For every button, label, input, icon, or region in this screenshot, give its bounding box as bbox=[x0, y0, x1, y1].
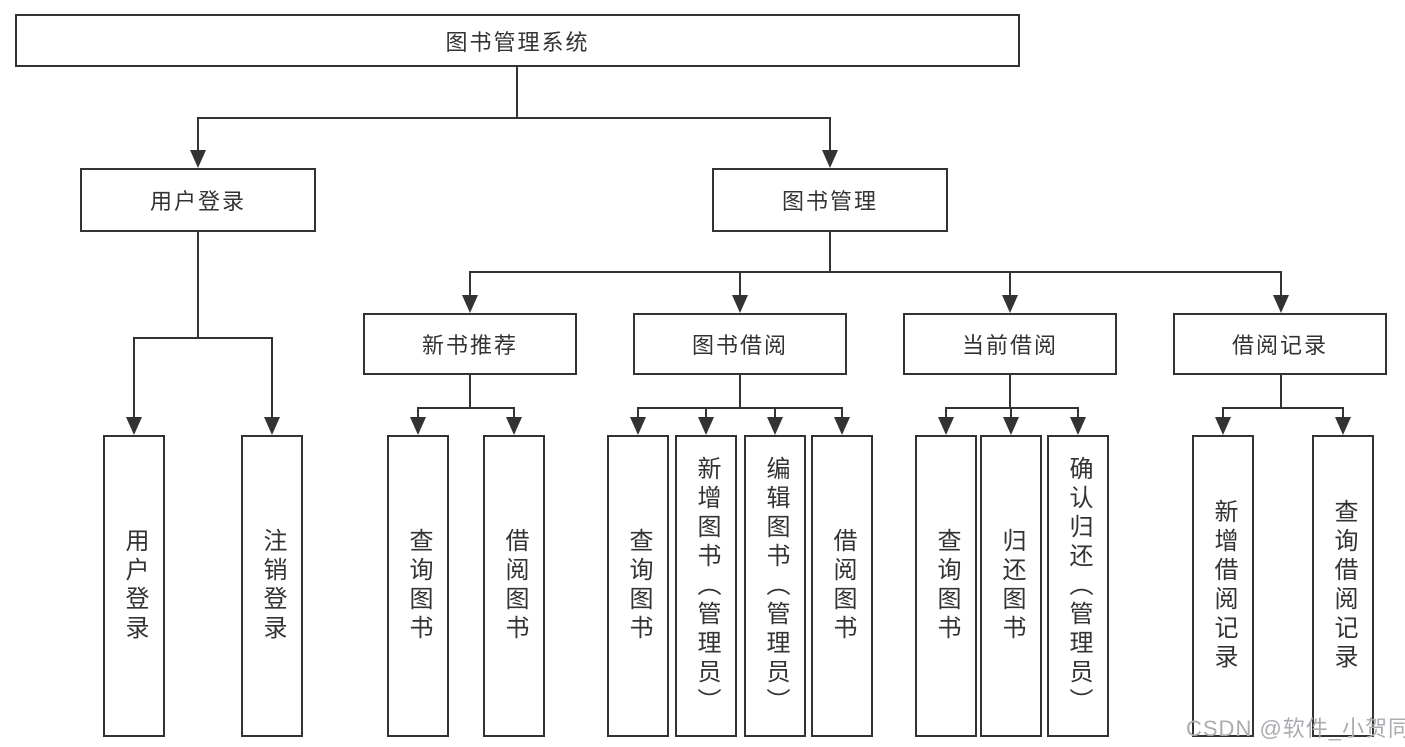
connector-line bbox=[774, 407, 776, 419]
connector-line bbox=[133, 337, 273, 339]
node-label: 用户登录 bbox=[149, 189, 246, 214]
leaf-label: 查询借阅记录 bbox=[1330, 499, 1357, 673]
node-borrow-record: 借阅记录 bbox=[1173, 313, 1387, 375]
connector-line bbox=[197, 117, 199, 153]
connector-line bbox=[469, 271, 1282, 273]
leaf-label: 借阅图书 bbox=[501, 528, 528, 644]
connector-line bbox=[271, 337, 273, 419]
leaf-label: 用户登录 bbox=[121, 528, 148, 644]
leaf-label: 借阅图书 bbox=[829, 528, 856, 644]
leaf-label: 编辑图书（管理员） bbox=[762, 455, 789, 717]
arrow-down-icon bbox=[1003, 417, 1019, 435]
node-root-label: 图书管理系统 bbox=[445, 29, 590, 55]
leaf-query-books-recommend: 查询图书 bbox=[387, 435, 449, 737]
leaf-label: 查询图书 bbox=[405, 528, 432, 644]
arrow-down-icon bbox=[732, 295, 748, 313]
leaf-return-book: 归还图书 bbox=[980, 435, 1042, 737]
connector-line bbox=[1222, 407, 1224, 419]
connector-line bbox=[739, 375, 741, 407]
arrow-down-icon bbox=[410, 417, 426, 435]
leaf-label: 归还图书 bbox=[998, 528, 1025, 644]
connector-line bbox=[417, 407, 515, 409]
arrow-down-icon bbox=[462, 295, 478, 313]
connector-line bbox=[1009, 375, 1011, 407]
node-label: 图书借阅 bbox=[691, 333, 788, 358]
connector-line bbox=[197, 117, 831, 119]
leaf-borrow-books-recommend: 借阅图书 bbox=[483, 435, 545, 737]
connector-line bbox=[841, 407, 843, 419]
leaf-label: 查询图书 bbox=[933, 528, 960, 644]
arrow-down-icon bbox=[698, 417, 714, 435]
connector-line bbox=[1010, 407, 1012, 419]
connector-line bbox=[829, 117, 831, 153]
connector-line bbox=[1077, 407, 1079, 419]
leaf-edit-book-admin: 编辑图书（管理员） bbox=[744, 435, 806, 737]
leaf-query-books-current: 查询图书 bbox=[915, 435, 977, 737]
connector-line bbox=[945, 407, 1079, 409]
leaf-logout: 注销登录 bbox=[241, 435, 303, 737]
connector-line bbox=[469, 271, 471, 297]
leaf-label: 新增图书（管理员） bbox=[693, 455, 720, 717]
leaf-label: 新增借阅记录 bbox=[1210, 499, 1237, 673]
connector-line bbox=[829, 232, 831, 273]
node-label: 新书推荐 bbox=[421, 333, 518, 358]
leaf-label: 注销登录 bbox=[259, 528, 286, 644]
node-new-book-recommend: 新书推荐 bbox=[363, 313, 577, 375]
arrow-down-icon bbox=[822, 150, 838, 168]
node-current-borrow: 当前借阅 bbox=[903, 313, 1117, 375]
leaf-borrow-books: 借阅图书 bbox=[811, 435, 873, 737]
connector-line bbox=[945, 407, 947, 419]
arrow-down-icon bbox=[1070, 417, 1086, 435]
arrow-down-icon bbox=[190, 150, 206, 168]
node-book-borrow: 图书借阅 bbox=[633, 313, 847, 375]
leaf-add-borrow-record: 新增借阅记录 bbox=[1192, 435, 1254, 737]
connector-line bbox=[469, 375, 471, 407]
connector-line bbox=[516, 67, 518, 118]
leaf-label: 查询图书 bbox=[625, 528, 652, 644]
leaf-confirm-return-admin: 确认归还（管理员） bbox=[1047, 435, 1109, 737]
csdn-watermark: CSDN @软件_小贺同学 bbox=[1186, 716, 1405, 741]
leaf-query-borrow-record: 查询借阅记录 bbox=[1312, 435, 1374, 737]
connector-line bbox=[637, 407, 639, 419]
leaf-query-books-borrow: 查询图书 bbox=[607, 435, 669, 737]
connector-line bbox=[1280, 375, 1282, 407]
connector-line bbox=[1222, 407, 1344, 409]
arrow-down-icon bbox=[1273, 295, 1289, 313]
arrow-down-icon bbox=[264, 417, 280, 435]
arrow-down-icon bbox=[630, 417, 646, 435]
arrow-down-icon bbox=[1215, 417, 1231, 435]
node-user-login: 用户登录 bbox=[80, 168, 316, 232]
arrow-down-icon bbox=[938, 417, 954, 435]
leaf-add-book-admin: 新增图书（管理员） bbox=[675, 435, 737, 737]
leaf-label: 确认归还（管理员） bbox=[1065, 455, 1092, 717]
connector-line bbox=[1009, 271, 1011, 297]
connector-line bbox=[1342, 407, 1344, 419]
arrow-down-icon bbox=[834, 417, 850, 435]
node-label: 当前借阅 bbox=[961, 333, 1058, 358]
connector-line bbox=[197, 232, 199, 337]
node-book-management: 图书管理 bbox=[712, 168, 948, 232]
node-label: 图书管理 bbox=[781, 189, 878, 214]
connector-line bbox=[133, 337, 135, 419]
arrow-down-icon bbox=[1335, 417, 1351, 435]
connector-line bbox=[1280, 271, 1282, 297]
connector-line bbox=[637, 407, 843, 409]
arrow-down-icon bbox=[767, 417, 783, 435]
connector-line bbox=[417, 407, 419, 419]
connector-line bbox=[705, 407, 707, 419]
arrow-down-icon bbox=[126, 417, 142, 435]
connector-line bbox=[739, 271, 741, 297]
arrow-down-icon bbox=[1002, 295, 1018, 313]
node-root: 图书管理系统 bbox=[15, 14, 1020, 67]
node-label: 借阅记录 bbox=[1231, 333, 1328, 358]
leaf-user-login: 用户登录 bbox=[103, 435, 165, 737]
connector-line bbox=[513, 407, 515, 419]
arrow-down-icon bbox=[506, 417, 522, 435]
